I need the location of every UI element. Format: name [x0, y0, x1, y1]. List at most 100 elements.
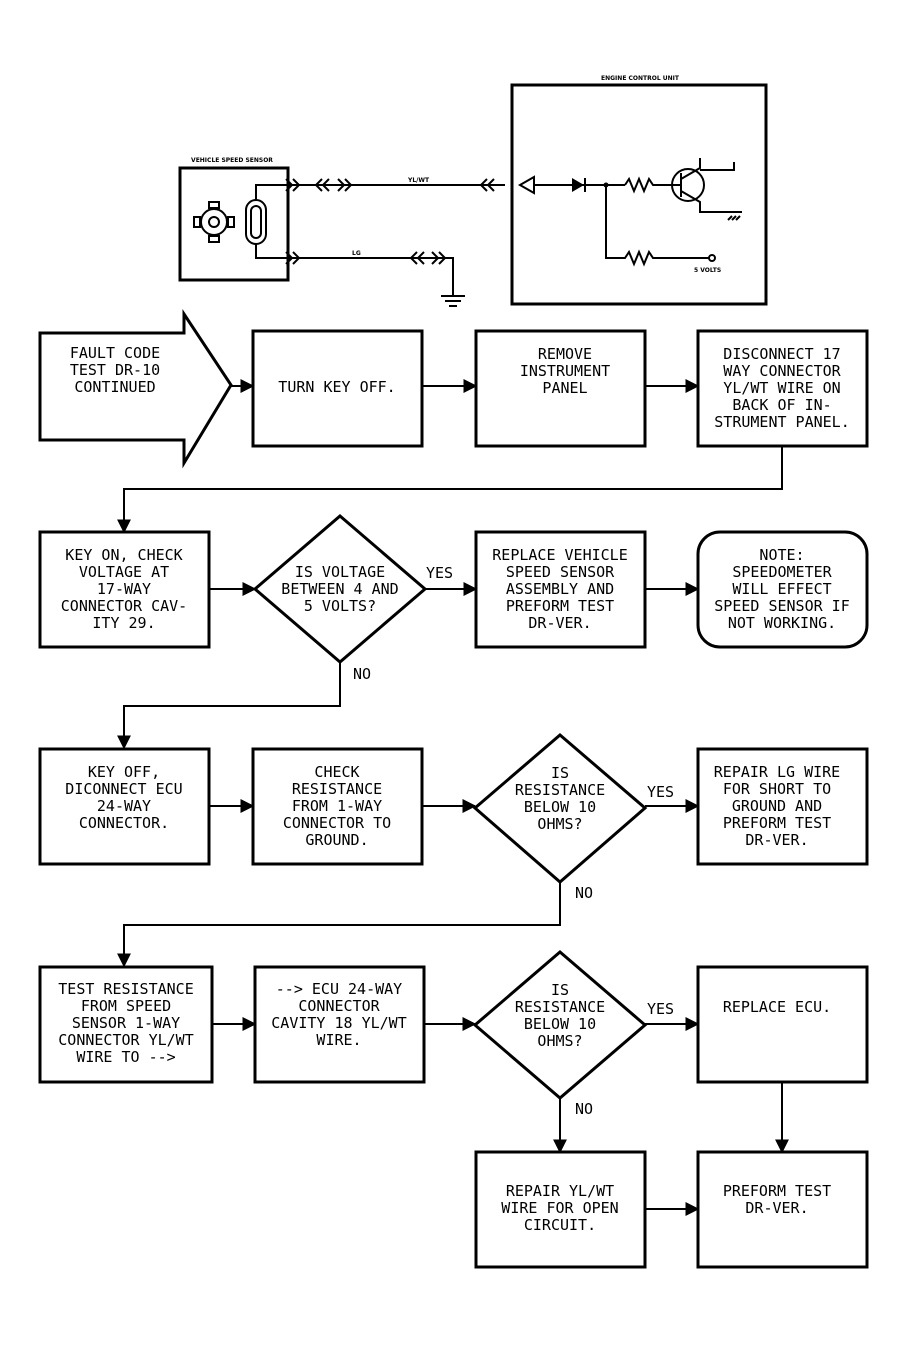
repair-ylwt-box [474, 1150, 647, 1269]
sensor-label: VEHICLE SPEED SENSOR [191, 157, 273, 164]
text-line: TURN KEY OFF. [278, 378, 395, 396]
text-line: 5 VOLTS? [304, 597, 376, 615]
engine-control-unit-box [510, 83, 768, 306]
text-line: CONNECTOR [298, 997, 380, 1015]
text-line: CHECK [314, 763, 359, 781]
text-line: REPLACE VEHICLE [492, 546, 627, 564]
text-line: IS VOLTAGE [295, 563, 385, 581]
key-off-disconnect-box [38, 747, 211, 866]
text-line: BELOW 10 [524, 798, 596, 816]
preform-test-box [696, 1150, 869, 1269]
text-line: REPAIR YL/WT [506, 1182, 614, 1200]
text-line: CAVITY 18 YL/WT [271, 1014, 406, 1032]
text-line: FROM SPEED [81, 997, 171, 1015]
ecu-24way-box [253, 965, 426, 1084]
text-line: DR-VER. [745, 831, 808, 849]
text-line: DR-VER. [745, 1199, 808, 1217]
text-line: FAULT CODE [70, 344, 160, 362]
text-line: IS [551, 764, 569, 782]
no-label-1: NO [353, 665, 371, 683]
wiring-schematic: VEHICLE SPEED SENSOR YL/WT LG ENGINE CON… [178, 75, 768, 307]
text-line: OHMS? [537, 815, 582, 833]
text-line: REMOVE [538, 345, 592, 363]
no-label-3: NO [575, 1100, 593, 1118]
text-line: CIRCUIT. [524, 1216, 596, 1234]
text-line: KEY ON, CHECK [65, 546, 182, 564]
text-line: SPEED SENSOR [506, 563, 615, 581]
text-line: NOTE: [759, 546, 804, 564]
text-line: --> ECU 24-WAY [276, 980, 402, 998]
text-line: CONNECTOR YL/WT [58, 1031, 193, 1049]
text-line: DICONNECT ECU [65, 780, 182, 798]
no-label-2: NO [575, 884, 593, 902]
replace-ecu-box [696, 965, 869, 1084]
text-line: GROUND. [305, 831, 368, 849]
text-line: DISCONNECT 17 [723, 345, 840, 363]
text-line: RESISTANCE [515, 998, 605, 1016]
resistor-icon [624, 176, 672, 194]
lg-wire [288, 257, 454, 296]
text-line: NOT WORKING. [728, 614, 836, 632]
text-line: INSTRUMENT [520, 362, 610, 380]
text-line: OHMS? [537, 1032, 582, 1050]
text-line: SPEED SENSOR IF [714, 597, 849, 615]
text-line: ASSEMBLY AND [506, 580, 614, 598]
turn-key-off-text: TURN KEY OFF. [278, 378, 395, 396]
text-line: TEST DR-10 [70, 361, 160, 379]
text-line: REPLACE ECU. [723, 998, 831, 1016]
ground-icon [441, 295, 465, 307]
replace-ecu-text: REPLACE ECU. [723, 998, 831, 1016]
text-line: ITY 29. [92, 614, 155, 632]
diode-icon [572, 178, 584, 192]
text-line: WILL EFFECT [732, 580, 831, 598]
wire1-label: YL/WT [407, 177, 430, 184]
text-line: SENSOR 1-WAY [72, 1014, 180, 1032]
yes-label-3: YES [647, 1000, 674, 1018]
text-line: GROUND AND [732, 797, 822, 815]
text-line: CONNECTOR CAV- [61, 597, 187, 615]
text-line: 17-WAY [97, 580, 151, 598]
volts-label: 5 VOLTS [694, 267, 721, 274]
text-line: PREFORM TEST [723, 1182, 831, 1200]
wire2-label: LG [352, 250, 361, 257]
ecu-label: ENGINE CONTROL UNIT [601, 75, 680, 82]
text-line: WIRE FOR OPEN [501, 1199, 618, 1217]
text-line: WIRE. [316, 1031, 361, 1049]
text-line: CONNECTOR. [79, 814, 169, 832]
text-line: WAY CONNECTOR [723, 362, 841, 380]
text-line: BELOW 10 [524, 1015, 596, 1033]
text-line: RESISTANCE [292, 780, 382, 798]
text-line: PANEL [542, 379, 587, 397]
text-line: BACK OF IN- [732, 396, 831, 414]
text-line: KEY OFF, [88, 763, 160, 781]
text-line: WIRE TO --> [76, 1048, 175, 1066]
text-line: FOR SHORT TO [723, 780, 831, 798]
text-line: PREFORM TEST [723, 814, 831, 832]
text-line: CONNECTOR TO [283, 814, 391, 832]
turn-key-off-box [251, 329, 424, 448]
test-resistance-box [38, 965, 214, 1084]
text-line: FROM 1-WAY [292, 797, 382, 815]
text-line: 24-WAY [97, 797, 151, 815]
text-line: SPEEDOMETER [732, 563, 832, 581]
text-line: PREFORM TEST [506, 597, 614, 615]
text-line: RESISTANCE [515, 781, 605, 799]
text-line: TEST RESISTANCE [58, 980, 193, 998]
replace-sensor-box [474, 530, 647, 649]
text-line: CONTINUED [74, 378, 155, 396]
